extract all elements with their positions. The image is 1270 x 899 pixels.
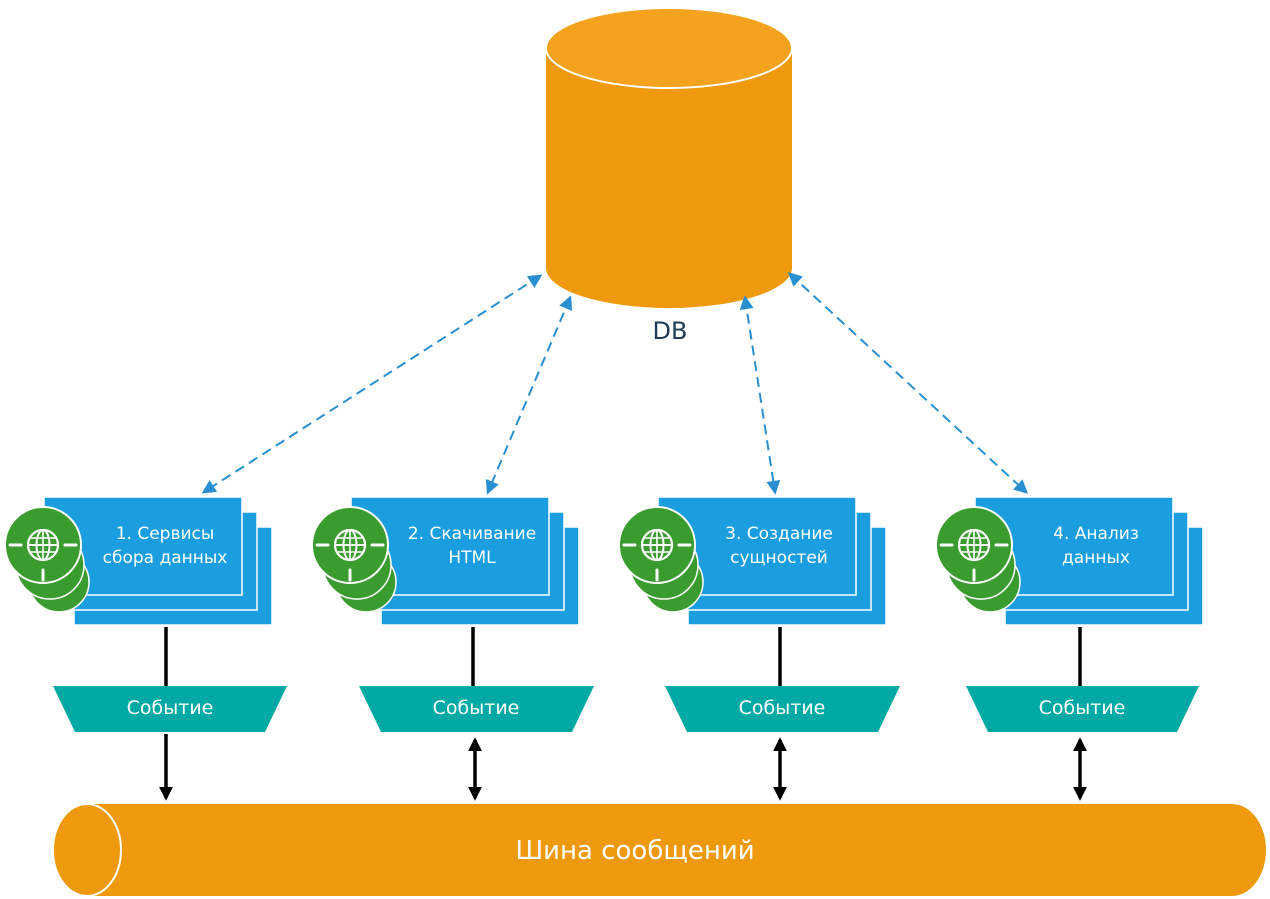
service-label-2: 2. Скачивание HTML [407,524,537,568]
globe-icon [4,506,82,584]
event-shape-1[interactable] [53,686,287,732]
globe-icon [935,506,1013,584]
db-label: DB [652,317,688,345]
db-link-3 [739,295,781,495]
event-label-1: Событие [126,697,214,719]
event-shape-4[interactable] [966,686,1199,732]
service-label-4: 4. Анализ данных [1053,524,1139,568]
event-shape-3[interactable] [665,686,900,732]
message-bus-cylinder[interactable] [52,803,1266,897]
service-data-collection[interactable] [4,496,273,687]
globe-icon [311,506,389,584]
service-html-download[interactable] [311,496,580,687]
database-cylinder[interactable] [545,7,793,308]
event-label-3: Событие [738,697,826,719]
message-bus-label: Шина сообщений [515,836,755,866]
event-label-4: Событие [1038,697,1126,719]
service-entity-creation[interactable] [618,496,887,687]
db-link-2 [485,295,573,495]
event-shape-2[interactable] [359,686,594,732]
globe-icon [618,506,696,584]
service-label-3: 3. Создание сущностей [725,524,833,568]
service-data-analysis[interactable] [935,496,1204,687]
service-label-1: 1. Сервисы сбора данных [102,524,228,568]
db-link-1 [201,274,543,494]
event-label-2: Событие [432,697,520,719]
db-connectors [201,272,1029,495]
db-link-4 [787,272,1029,494]
